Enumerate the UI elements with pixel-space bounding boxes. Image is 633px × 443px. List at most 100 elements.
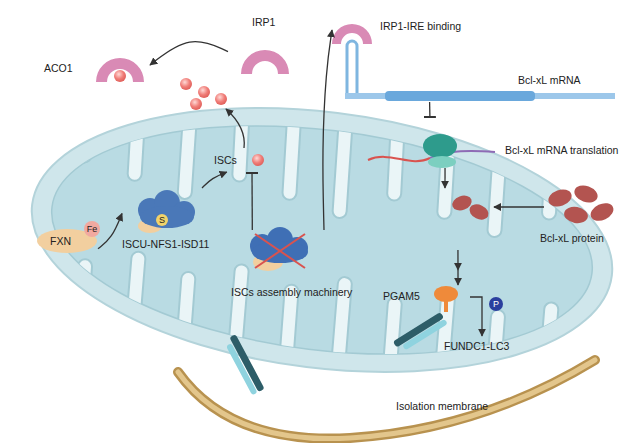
mrna-strand — [368, 157, 430, 161]
arrow-connector — [98, 214, 122, 249]
crista — [178, 279, 192, 364]
crista-edge — [489, 121, 508, 230]
membrane-label: Isolation membrane — [392, 396, 502, 416]
crista-edge — [281, 292, 295, 377]
arrow-connector — [444, 168, 445, 188]
cross-mark — [255, 234, 305, 268]
crista-edge — [284, 96, 302, 193]
export-arrow — [226, 109, 244, 148]
node-text: ACO1 — [44, 62, 73, 75]
node-text: IRP1 — [252, 16, 275, 29]
aco1-protein — [96, 58, 144, 82]
crista-edge — [126, 259, 142, 358]
node-text: Bcl-xL mRNA translation — [505, 144, 618, 157]
crista — [488, 317, 502, 402]
crista-edge — [388, 108, 404, 193]
lc3-bar — [402, 319, 448, 351]
cluster-dot — [114, 70, 126, 82]
cluster-dot — [198, 86, 210, 98]
node-text: ISCU-NFS1-ISD11 — [122, 238, 209, 251]
bclxl-protein — [450, 182, 616, 225]
node-text: ISCs assembly machinery — [231, 286, 352, 299]
crista-edge — [488, 317, 502, 402]
complex-label: ISCU-NFS1-ISD11 — [122, 188, 222, 252]
crista-edge — [333, 284, 349, 383]
crista-edge — [334, 102, 353, 211]
arrow-connector — [202, 172, 227, 188]
sulfur-circle — [156, 214, 168, 226]
pgam5-shape — [434, 286, 458, 302]
node-text: FUNDC1-LC3 — [444, 340, 509, 353]
cluster-dot — [190, 98, 202, 110]
crista — [79, 70, 95, 155]
irp1-bound-shape — [332, 24, 372, 44]
mrna-cds — [385, 91, 535, 101]
receptor-label: FUNDC1-LC3 — [440, 336, 520, 356]
phosphate-symbol: P — [493, 299, 499, 309]
ribosome-large — [423, 134, 457, 158]
cluster-dot — [215, 93, 227, 105]
protein-blob — [563, 205, 589, 225]
arrow-connector — [470, 297, 482, 336]
translation — [368, 134, 495, 168]
mrna-label: Bcl-xL mRNA — [340, 70, 620, 102]
cross-mark — [255, 234, 305, 268]
protein-label: PGAM5 — [380, 285, 470, 309]
cluster-label: ISCs — [210, 150, 266, 172]
crista — [334, 102, 353, 211]
node-text: IRP1-IRE binding — [380, 20, 461, 33]
arrow-connector — [457, 250, 458, 285]
crista-edge — [75, 266, 89, 351]
inner-membrane — [39, 98, 606, 383]
cluster-dot — [252, 154, 264, 166]
crista — [333, 284, 349, 383]
crista — [284, 96, 302, 193]
inhibition-connector — [429, 102, 431, 118]
crista — [384, 304, 398, 389]
fundc1-lc3-pair — [393, 312, 448, 354]
element-symbol: Fe — [87, 224, 98, 234]
aco1-shape — [96, 58, 144, 82]
arrow-connector — [323, 30, 332, 230]
ribosome-small — [428, 156, 456, 168]
crista-edge — [129, 77, 147, 174]
crista-edge — [384, 304, 398, 389]
protein-blob — [467, 201, 491, 222]
node-text: ISCs — [214, 154, 237, 167]
isc-dots — [180, 78, 227, 110]
cristae — [55, 70, 577, 408]
binding-label: IRP1-IRE binding — [332, 6, 517, 46]
protein-label: Bcl-xL protein — [440, 188, 625, 250]
phosphate-circle — [489, 297, 503, 311]
cluster-dot — [180, 78, 192, 90]
crista — [126, 259, 142, 358]
complex-lobe — [140, 206, 194, 228]
arrow-connector — [150, 42, 228, 65]
node-text: Bcl-xL mRNA — [518, 74, 581, 87]
node-text: Isolation membrane — [396, 400, 488, 413]
protein-label: IRP1 — [228, 6, 302, 82]
outer-membrane — [17, 77, 628, 402]
complex-label: ISCs assembly machinery — [228, 230, 356, 306]
flow-arrow — [494, 206, 544, 207]
irp1-shape — [241, 50, 289, 74]
iron-circle — [84, 221, 100, 237]
protein-blob — [546, 186, 574, 209]
element-symbol: S — [159, 215, 165, 225]
node-text: FXN — [50, 235, 71, 248]
mitochondrion — [15, 65, 629, 414]
crista — [388, 108, 404, 193]
crista — [489, 121, 508, 230]
defective-machinery — [250, 227, 308, 271]
crista-edge — [178, 279, 192, 364]
node-text: PGAM5 — [383, 290, 420, 303]
node-text: Bcl-xL protein — [540, 232, 604, 245]
protein-blob — [588, 200, 617, 225]
crista-edge — [79, 70, 95, 155]
protein-blob — [572, 182, 600, 205]
process-label: Bcl-xL mRNA translation — [365, 118, 630, 168]
crista — [129, 77, 147, 174]
